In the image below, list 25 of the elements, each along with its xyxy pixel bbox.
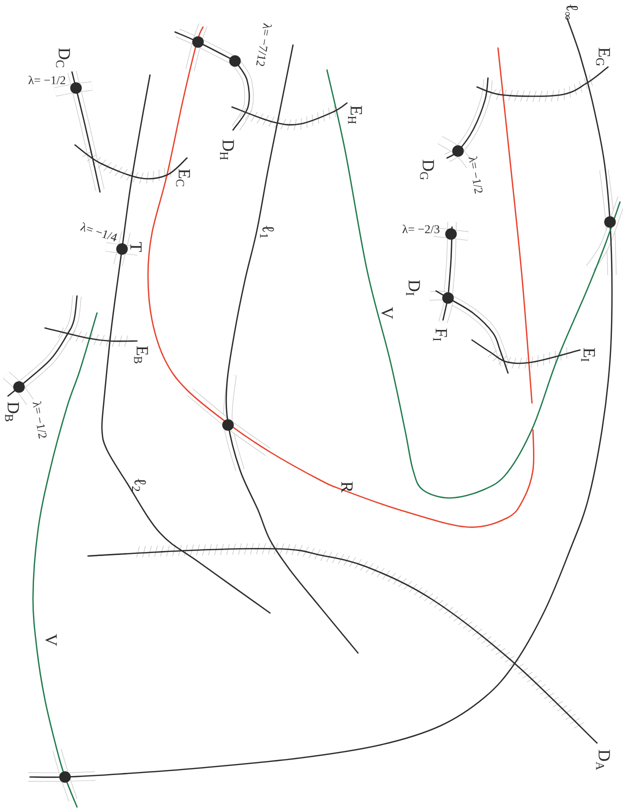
curve-label: E$_{C}$ xyxy=(176,169,190,186)
curve-label: D$_{G}$ xyxy=(420,160,434,180)
curve-label: F$_{I}$ xyxy=(433,328,447,342)
curve-label: E$_{G}$ xyxy=(596,48,610,66)
value-label: λ= −7/12 xyxy=(256,23,272,66)
value-label: λ= −1/2 xyxy=(28,76,66,84)
curve-label: E$_{B}$ xyxy=(134,346,148,364)
curve-label: E$_{H}$ xyxy=(348,106,362,124)
curve-label: V xyxy=(381,307,393,319)
value-label: λ= −1/2 xyxy=(468,156,482,194)
value-label: λ= −1/4 xyxy=(80,222,117,242)
curve-label: T xyxy=(130,242,142,252)
value-label: λ= −2/3 xyxy=(402,224,440,234)
curve-label: D$_{A}$ xyxy=(596,750,610,770)
curve-label: ℓ$_{1}$ xyxy=(260,226,274,238)
curve-label: E$_{I}$ xyxy=(581,348,595,362)
value-label: λ= −1/2 xyxy=(32,401,46,439)
curve-label: V xyxy=(45,634,57,646)
curve-label: ℓ$_{2}$ xyxy=(132,478,146,492)
curve-label: ℓ$_{∞}$ xyxy=(565,4,578,20)
curve-label: D$_{B}$ xyxy=(5,402,19,422)
curve-label: R xyxy=(341,482,353,493)
curve-label: D$_{C}$ xyxy=(56,48,70,68)
curve-label: D$_{I}$ xyxy=(406,280,420,296)
curve-label: D$_{H}$ xyxy=(220,140,234,160)
